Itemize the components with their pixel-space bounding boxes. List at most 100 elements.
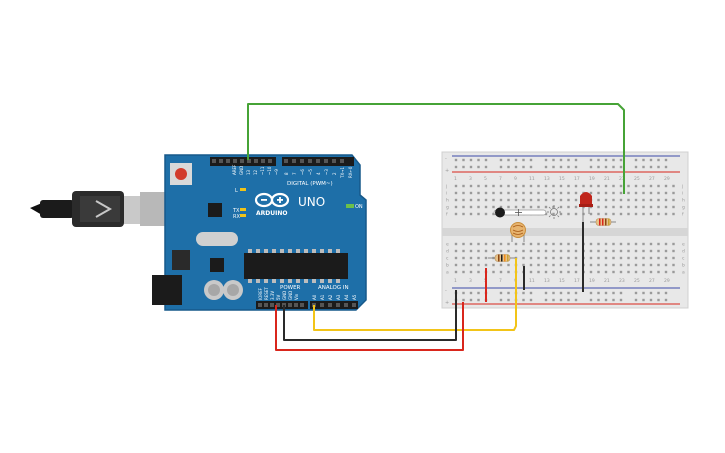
breadboard-hole[interactable] [634,165,638,169]
breadboard-hole[interactable] [627,205,630,209]
led-red[interactable] [579,192,593,222]
breadboard-hole[interactable] [657,212,660,216]
breadboard-hole[interactable] [657,263,660,267]
breadboard-hole[interactable] [657,298,660,302]
breadboard-hole[interactable] [522,249,525,253]
breadboard-hole[interactable] [589,249,593,253]
breadboard-hole[interactable] [454,256,458,260]
breadboard-hole[interactable] [627,212,630,216]
breadboard-hole[interactable] [544,184,548,188]
breadboard-hole[interactable] [454,165,458,169]
breadboard-hole[interactable] [537,191,540,195]
breadboard-hole[interactable] [597,256,600,260]
breadboard-hole[interactable] [469,249,473,253]
breadboard-hole[interactable] [567,291,570,295]
breadboard-hole[interactable] [634,242,638,246]
breadboard-hole[interactable] [664,256,668,260]
breadboard-hole[interactable] [627,270,630,274]
breadboard-hole[interactable] [469,184,473,188]
breadboard-hole[interactable] [454,205,458,209]
breadboard-hole[interactable] [627,249,630,253]
breadboard-hole[interactable] [649,158,653,162]
resistor-ldr[interactable] [488,254,516,262]
breadboard-hole[interactable] [499,158,503,162]
breadboard-hole[interactable] [522,263,525,267]
breadboard-hole[interactable] [499,198,503,202]
breadboard-hole[interactable] [657,270,660,274]
breadboard-hole[interactable] [664,165,668,169]
breadboard-hole[interactable] [484,184,488,188]
breadboard-hole[interactable] [612,256,615,260]
breadboard-hole[interactable] [634,212,638,216]
breadboard-hole[interactable] [649,270,653,274]
breadboard-hole[interactable] [559,205,563,209]
breadboard-hole[interactable] [492,263,495,267]
breadboard-hole[interactable] [642,242,645,246]
breadboard-hole[interactable] [574,212,578,216]
breadboard-hole[interactable] [514,249,518,253]
breadboard-hole[interactable] [664,270,668,274]
breadboard-hole[interactable] [544,198,548,202]
wire-red-5v[interactable] [275,302,464,351]
breadboard-hole[interactable] [462,270,465,274]
breadboard-hole[interactable] [462,249,465,253]
breadboard-hole[interactable] [477,291,480,295]
breadboard-hole[interactable] [604,256,608,260]
breadboard-hole[interactable] [477,198,480,202]
breadboard-hole[interactable] [619,270,623,274]
breadboard-hole[interactable] [642,263,645,267]
breadboard-hole[interactable] [552,249,555,253]
breadboard-hole[interactable] [544,158,548,162]
breadboard-hole[interactable] [454,263,458,267]
breadboard-hole[interactable] [612,165,615,169]
breadboard-hole[interactable] [454,191,458,195]
breadboard-hole[interactable] [597,291,600,295]
breadboard-hole[interactable] [454,249,458,253]
breadboard-hole[interactable] [634,256,638,260]
breadboard-hole[interactable] [657,198,660,202]
breadboard-hole[interactable] [559,249,563,253]
breadboard-hole[interactable] [672,198,675,202]
breadboard-hole[interactable] [507,198,510,202]
breadboard-hole[interactable] [597,191,600,195]
breadboard-hole[interactable] [642,191,645,195]
breadboard-hole[interactable] [649,198,653,202]
breadboard-hole[interactable] [477,270,480,274]
breadboard-hole[interactable] [529,184,533,188]
breadboard-hole[interactable] [544,191,548,195]
breadboard-hole[interactable] [514,242,518,246]
breadboard-hole[interactable] [672,256,675,260]
breadboard-hole[interactable] [462,158,465,162]
breadboard-hole[interactable] [462,263,465,267]
breadboard-hole[interactable] [619,256,623,260]
breadboard-hole[interactable] [604,242,608,246]
breadboard-hole[interactable] [492,242,495,246]
breadboard-hole[interactable] [522,291,525,295]
breadboard-hole[interactable] [522,256,525,260]
breadboard-hole[interactable] [499,270,503,274]
breadboard-hole[interactable] [537,205,540,209]
breadboard-hole[interactable] [612,205,615,209]
breadboard-hole[interactable] [612,249,615,253]
breadboard-hole[interactable] [649,256,653,260]
breadboard-hole[interactable] [604,205,608,209]
breadboard-hole[interactable] [507,205,510,209]
breadboard-hole[interactable] [537,256,540,260]
breadboard-hole[interactable] [477,205,480,209]
breadboard-hole[interactable] [469,298,473,302]
breadboard-hole[interactable] [559,298,563,302]
breadboard-hole[interactable] [589,212,593,216]
breadboard-hole[interactable] [672,263,675,267]
breadboard-hole[interactable] [477,212,480,216]
breadboard-hole[interactable] [522,198,525,202]
breadboard-hole[interactable] [544,205,548,209]
breadboard-hole[interactable] [664,263,668,267]
breadboard-hole[interactable] [507,191,510,195]
breadboard-hole[interactable] [492,191,495,195]
breadboard-hole[interactable] [454,158,458,162]
breadboard-hole[interactable] [574,191,578,195]
breadboard-hole[interactable] [507,249,510,253]
breadboard-hole[interactable] [604,212,608,216]
resistor-led[interactable] [590,218,616,226]
